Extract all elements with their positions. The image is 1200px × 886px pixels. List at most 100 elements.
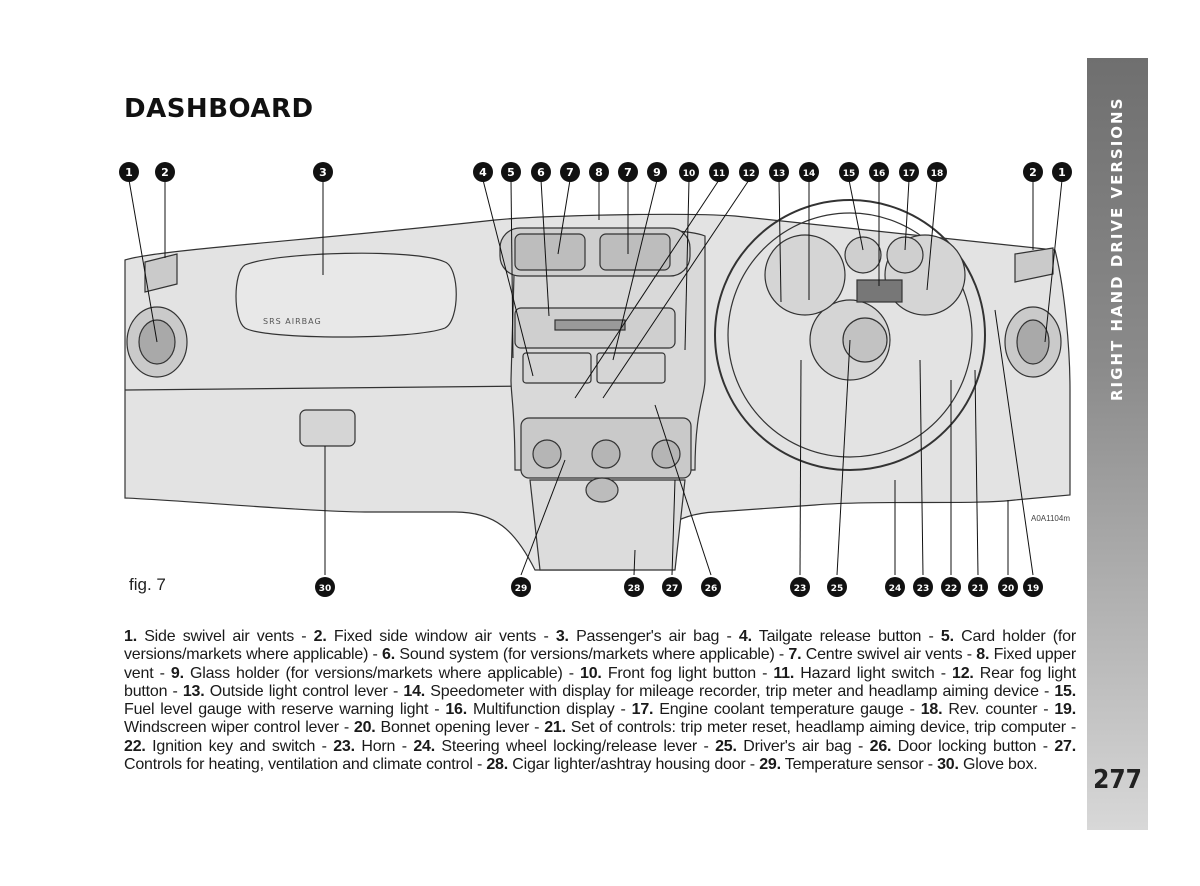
callout-number: 19 — [1027, 584, 1040, 594]
legend-number: 14. — [403, 682, 426, 700]
legend-text: Card holder (for versions/markets where … — [124, 628, 1076, 664]
legend-number: 19. — [1054, 701, 1076, 719]
legend-number: 30. — [937, 756, 959, 774]
legend-text: Rev. counter - — [942, 701, 1055, 719]
callout-top-12: 12 — [739, 162, 759, 182]
callout-top-18: 18 — [927, 162, 947, 182]
callout-bottom-0: 30 — [315, 577, 335, 597]
callout-number: 17 — [903, 169, 916, 179]
callout-number: 16 — [873, 169, 886, 179]
legend-text: Centre swivel air vents - — [801, 646, 977, 664]
callout-top-7: 8 — [589, 162, 609, 182]
section-side-tab: RIGHT HAND DRIVE VERSIONS 277 — [1087, 58, 1148, 830]
legend-text: Windscreen wiper control lever - — [124, 719, 354, 737]
legend-text: Bonnet opening lever - — [375, 719, 545, 737]
callout-top-3: 4 — [473, 162, 493, 182]
legend-text: Steering wheel locking/release lever - — [434, 737, 716, 755]
legend-number: 17. — [631, 701, 654, 719]
callout-top-8: 7 — [618, 162, 638, 182]
callout-top-17: 17 — [899, 162, 919, 182]
callout-number: 28 — [628, 584, 641, 594]
legend-number: 4. — [738, 628, 752, 645]
callout-top-6: 7 — [560, 162, 580, 182]
callout-number: 18 — [931, 169, 944, 179]
legend-number: 18. — [920, 701, 943, 719]
callout-top-1: 2 — [155, 162, 175, 182]
section-side-tab-label: RIGHT HAND DRIVE VERSIONS — [1107, 96, 1126, 401]
legend-text: Side swivel air vents - — [136, 628, 314, 645]
callout-number: 26 — [705, 584, 718, 594]
callout-bottom-12: 19 — [1023, 577, 1043, 597]
callout-number: 24 — [889, 584, 902, 594]
callout-bottom-3: 27 — [662, 577, 682, 597]
legend-number: 8. — [976, 646, 990, 664]
callout-top-4: 5 — [501, 162, 521, 182]
callout-top-0: 1 — [119, 162, 139, 182]
legend-text: Tailgate release button - — [751, 628, 941, 645]
callout-number: 21 — [972, 584, 985, 594]
legend-number: 11. — [773, 664, 795, 682]
callout-top-11: 11 — [709, 162, 729, 182]
legend-text: Fixed side window air vents - — [326, 628, 556, 645]
legend-number: 21. — [544, 719, 566, 737]
legend-number: 23. — [333, 737, 355, 755]
callout-number: 6 — [537, 166, 545, 179]
callout-number: 14 — [803, 169, 816, 179]
callout-number: 5 — [507, 166, 515, 179]
legend-number: 7. — [788, 646, 802, 664]
legend-number: 2. — [313, 628, 327, 645]
callout-bottom-9: 22 — [941, 577, 961, 597]
legend-number: 5. — [940, 628, 954, 645]
legend-number: 16. — [445, 701, 467, 719]
legend-text: Ignition key and switch - — [145, 737, 334, 755]
legend-text: Glass holder (for versions/markets where… — [183, 664, 581, 682]
callout-number: 23 — [794, 584, 807, 594]
callout-bottom-7: 24 — [885, 577, 905, 597]
legend-number: 9. — [170, 664, 184, 682]
legend-text: Cigar lighter/ashtray housing door - — [507, 756, 760, 774]
legend-caption: 1. Side swivel air vents - 2. Fixed side… — [124, 628, 1076, 774]
dashboard-illustration: SRS AIRBAG A0A1104m — [119, 162, 1072, 597]
legend-number: 26. — [869, 737, 892, 755]
legend-number: 12. — [952, 664, 974, 682]
legend-text: Temperature sensor - — [780, 756, 938, 774]
callout-number: 23 — [917, 584, 930, 594]
legend-number: 25. — [715, 737, 737, 755]
callout-number: 27 — [666, 584, 679, 594]
figure-label: fig. 7 — [129, 575, 166, 594]
airbag-label: SRS AIRBAG — [263, 317, 322, 326]
callout-top-16: 16 — [869, 162, 889, 182]
legend-text: Rear fog light button - — [124, 664, 1076, 700]
callout-number: 1 — [125, 166, 133, 179]
legend-number: 20. — [353, 719, 376, 737]
callout-number: 9 — [653, 166, 661, 179]
callout-number: 29 — [515, 584, 528, 594]
callout-bottom-6: 25 — [827, 577, 847, 597]
legend-text: Passenger's air bag - — [568, 628, 739, 645]
legend-text: Outside light control lever - — [204, 682, 404, 700]
callout-number: 3 — [319, 166, 327, 179]
callout-top-2: 3 — [313, 162, 333, 182]
callout-number: 15 — [843, 169, 856, 179]
callout-number: 20 — [1002, 584, 1015, 594]
callout-number: 7 — [566, 166, 574, 179]
legend-number: 24. — [413, 737, 435, 755]
callout-number: 2 — [1029, 166, 1037, 179]
legend-number: 15. — [1054, 682, 1076, 700]
figure-code: A0A1104m — [1031, 514, 1070, 523]
legend-text: Hazard light switch - — [794, 664, 952, 682]
callout-number: 4 — [479, 166, 487, 179]
legend-text: Fuel level gauge with reserve warning li… — [124, 701, 446, 719]
callout-top-19: 2 — [1023, 162, 1043, 182]
legend-text: Controls for heating, ventilation and cl… — [124, 756, 487, 774]
legend-text: Front fog light button - — [601, 664, 774, 682]
legend-number: 10. — [580, 664, 602, 682]
callout-bottom-11: 20 — [998, 577, 1018, 597]
legend-number: 3. — [555, 628, 569, 645]
callout-bottom-1: 29 — [511, 577, 531, 597]
callout-number: 25 — [831, 584, 844, 594]
callout-number: 12 — [743, 169, 756, 179]
callout-top-10: 10 — [679, 162, 699, 182]
callout-number: 10 — [683, 169, 696, 179]
legend-number: 29. — [759, 756, 781, 774]
